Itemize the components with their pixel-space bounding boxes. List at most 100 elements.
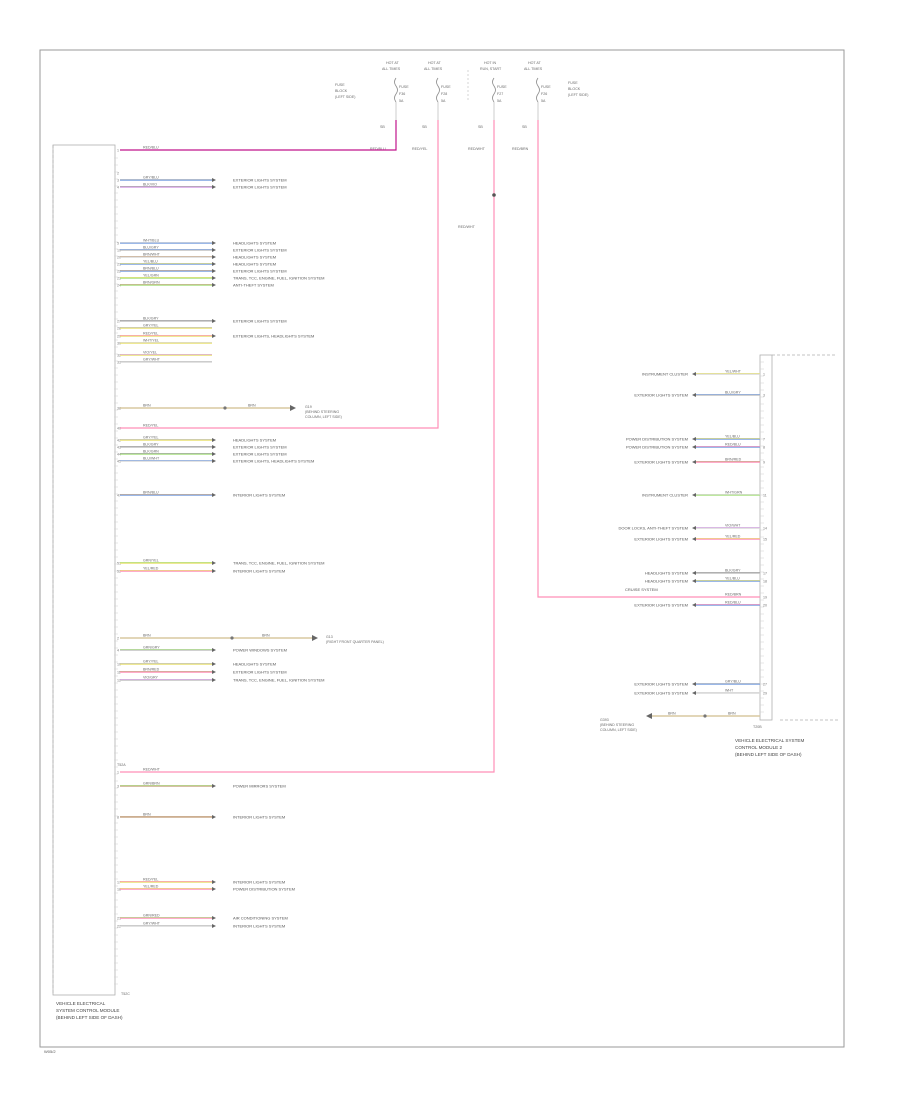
fuse-hot-label: HOT AT [528,61,541,65]
fuse-amps: 5A [497,99,502,103]
wire-color-label: GRY/YEL [143,324,159,328]
wire-destination: EXTERIOR LIGHTS SYSTEM [233,178,287,183]
connector-arrow [212,276,216,280]
fuse-id: F27 [497,92,503,96]
fuse-block-note-right: FUSE [568,81,578,85]
left-module-title-3: (BEHIND LEFT SIDE OF DASH) [56,1015,123,1020]
ground-note: (BEHIND STEERING [600,723,634,727]
wire-color-label: RED/BLU [725,601,741,605]
pin-number: 19 [117,249,121,253]
wire-fuse-f36 [120,120,397,151]
pin-number: 19 [763,596,767,600]
wire-destination: HEADLIGHTS SYSTEM [645,579,688,584]
wire-destination: INTERIOR LIGHTS SYSTEM [233,924,285,929]
fuse-id: F28 [441,92,447,96]
wire-color-label: GRY/YEL [143,436,159,440]
wire-destination: EXTERIOR LIGHTS SYSTEM [634,603,688,608]
pin-number: 30 [117,342,121,346]
wire-destination: TRANS, TCC, ENGINE, FUEL, IGNITION SYSTE… [233,561,325,566]
connector-arrow [212,241,216,245]
wire-destination: EXTERIOR LIGHTS SYSTEM [233,269,287,274]
fuse-ref: FUSE [497,85,507,89]
wire-color-label: BLK/VIO [143,183,157,187]
pin-number: 15 [763,538,767,542]
right-module-connector-id: T20B [753,725,762,729]
pin-number: 17 [117,881,121,885]
left-module-connector-b: T52C [121,992,130,996]
wire-color-label-2: BRN [728,712,736,716]
fuse-wire-label: RED/BRN [512,147,529,151]
wire-color-label: YEL/RED [143,885,159,889]
wire-color-label: BLU/GRY [725,391,741,395]
wire-color-label: YEL/RED [725,535,741,539]
wire-destination: TRANS, TCC, ENGINE, FUEL, IGNITION SYSTE… [233,276,325,281]
ground-note: G13 [326,635,333,639]
connector-arrow [212,569,216,573]
connector-arrow [212,678,216,682]
connector-arrow [212,445,216,449]
wire-destination: INTERIOR LIGHTS SYSTEM [233,815,285,820]
wire-color-label: RED/BLU [725,443,741,447]
connector-arrow [692,537,696,541]
wire-color-label: GRY/BLU [725,680,741,684]
fuse-block-note-right: (LEFT SIDE) [568,93,589,97]
fuse-id: F36 [399,92,405,96]
pin-number: 18 [763,580,767,584]
connector-arrow [692,526,696,530]
wire-color-label: BLU/WHT [143,457,160,461]
connector-arrow [212,561,216,565]
wire-color-label: BRN/BLU [143,491,159,495]
fuse-block-note-left: (LEFT SIDE) [335,95,356,99]
wire-color-label: RED/YEL [143,878,158,882]
fuse-amps: 5A [399,99,404,103]
fuse-ref: FUSE [441,85,451,89]
pin-number: 52 [117,570,121,574]
pin-number: 5 [117,242,119,246]
wire-color-label: GRY/WHT [143,922,161,926]
left-wire-row: 2 [117,172,119,176]
pin-number: 32 [117,354,121,358]
left-module-title-2: SYSTEM CONTROL MODULE [56,1008,119,1013]
connector-arrow [212,185,216,189]
ground-note: (BEHIND STEERING [305,410,339,414]
connector-arrow [212,916,216,920]
pin-number: 20 [763,604,767,608]
wire-color-label: GRY/WHT [143,358,161,362]
ground-note: (RIGHT FRONT QUARTER PANEL) [326,640,384,644]
wire-color-label: BLK/GRY [725,569,741,573]
wire-color-label-2: BRN [248,404,256,408]
fuse-hot-label: HOT AT [428,61,441,65]
left-module-connector [52,144,116,996]
pin-number: 8 [117,816,119,820]
wire-color-label: VIO/WHT [725,524,741,528]
fuse-wire-label: RED/WHT [468,147,486,151]
pin-number: 9 [763,461,765,465]
pin-number: 3 [117,179,119,183]
wire-destination: HEADLIGHTS SYSTEM [645,571,688,576]
pin-number: 2 [117,172,119,176]
right-module-title-1: VEHICLE ELECTRICAL SYSTEM [735,738,804,743]
left-module-title-1: VEHICLE ELECTRICAL [56,1001,106,1006]
pin-number: 22 [117,270,121,274]
wire-color-label: BRN [143,634,151,638]
connector-arrow [692,460,696,464]
ground-arrow [290,405,296,411]
